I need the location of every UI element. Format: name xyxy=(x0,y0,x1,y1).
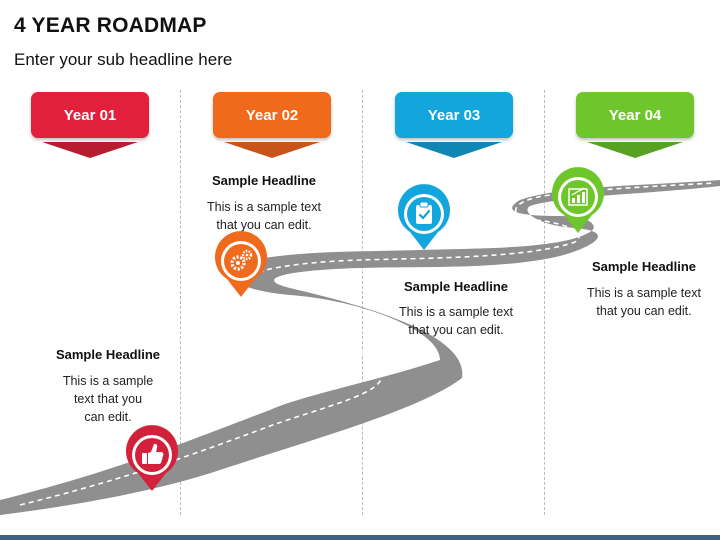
road xyxy=(0,180,720,515)
column-divider xyxy=(180,90,181,515)
milestone-2-text: This is a sample text that you can edit. xyxy=(184,198,344,234)
milestone-1-pin xyxy=(126,425,178,491)
year-tab-3: Year 03 xyxy=(395,92,513,138)
year-tab-4: Year 04 xyxy=(576,92,694,138)
milestone-1-text-line: can edit. xyxy=(84,410,132,424)
milestone-3-text-line: This is a sample text xyxy=(399,305,513,319)
road-centerline xyxy=(19,182,716,506)
milestone-2-text-line: This is a sample text xyxy=(207,200,321,214)
milestone-2-text-line: that you can edit. xyxy=(216,218,312,232)
milestone-4-text-line: that you can edit. xyxy=(596,304,692,318)
milestone-4-headline: Sample Headline xyxy=(591,259,697,274)
growth-chart-icon xyxy=(568,187,588,206)
milestone-3-headline: Sample Headline xyxy=(403,279,509,294)
year-arrow-2 xyxy=(224,142,320,158)
page-title: 4 YEAR ROADMAP xyxy=(14,14,207,37)
gears-icon xyxy=(230,249,253,271)
milestone-2-pin xyxy=(215,231,267,297)
milestone-4-text-line: This is a sample text xyxy=(587,286,701,300)
footer-bar xyxy=(0,535,720,540)
milestone-4-text: This is a sample text that you can edit. xyxy=(564,284,720,320)
year-tab-1: Year 01 xyxy=(31,92,149,138)
milestone-1-text: This is a sample text that you can edit. xyxy=(38,372,178,426)
milestone-4-pin xyxy=(552,167,604,233)
year-arrow-4 xyxy=(587,142,683,158)
year-arrow-1 xyxy=(42,142,138,158)
year-tab-2: Year 02 xyxy=(213,92,331,138)
milestone-1-text-line: text that you xyxy=(73,392,143,406)
column-divider xyxy=(544,90,545,515)
clipboard-check-icon xyxy=(416,201,432,224)
page-subtitle: Enter your sub headline here xyxy=(14,50,233,69)
thumbs-up-icon xyxy=(142,443,164,464)
year-arrow-3 xyxy=(406,142,502,158)
milestone-3-pin xyxy=(398,184,450,250)
milestone-1-text-line: This is a sample xyxy=(62,374,154,388)
milestone-3-text: This is a sample text that you can edit. xyxy=(376,303,536,339)
milestone-1-headline: Sample Headline xyxy=(55,347,161,362)
milestone-3-text-line: that you can edit. xyxy=(408,323,504,337)
milestone-2-headline: Sample Headline xyxy=(211,173,317,188)
column-divider xyxy=(362,90,363,515)
